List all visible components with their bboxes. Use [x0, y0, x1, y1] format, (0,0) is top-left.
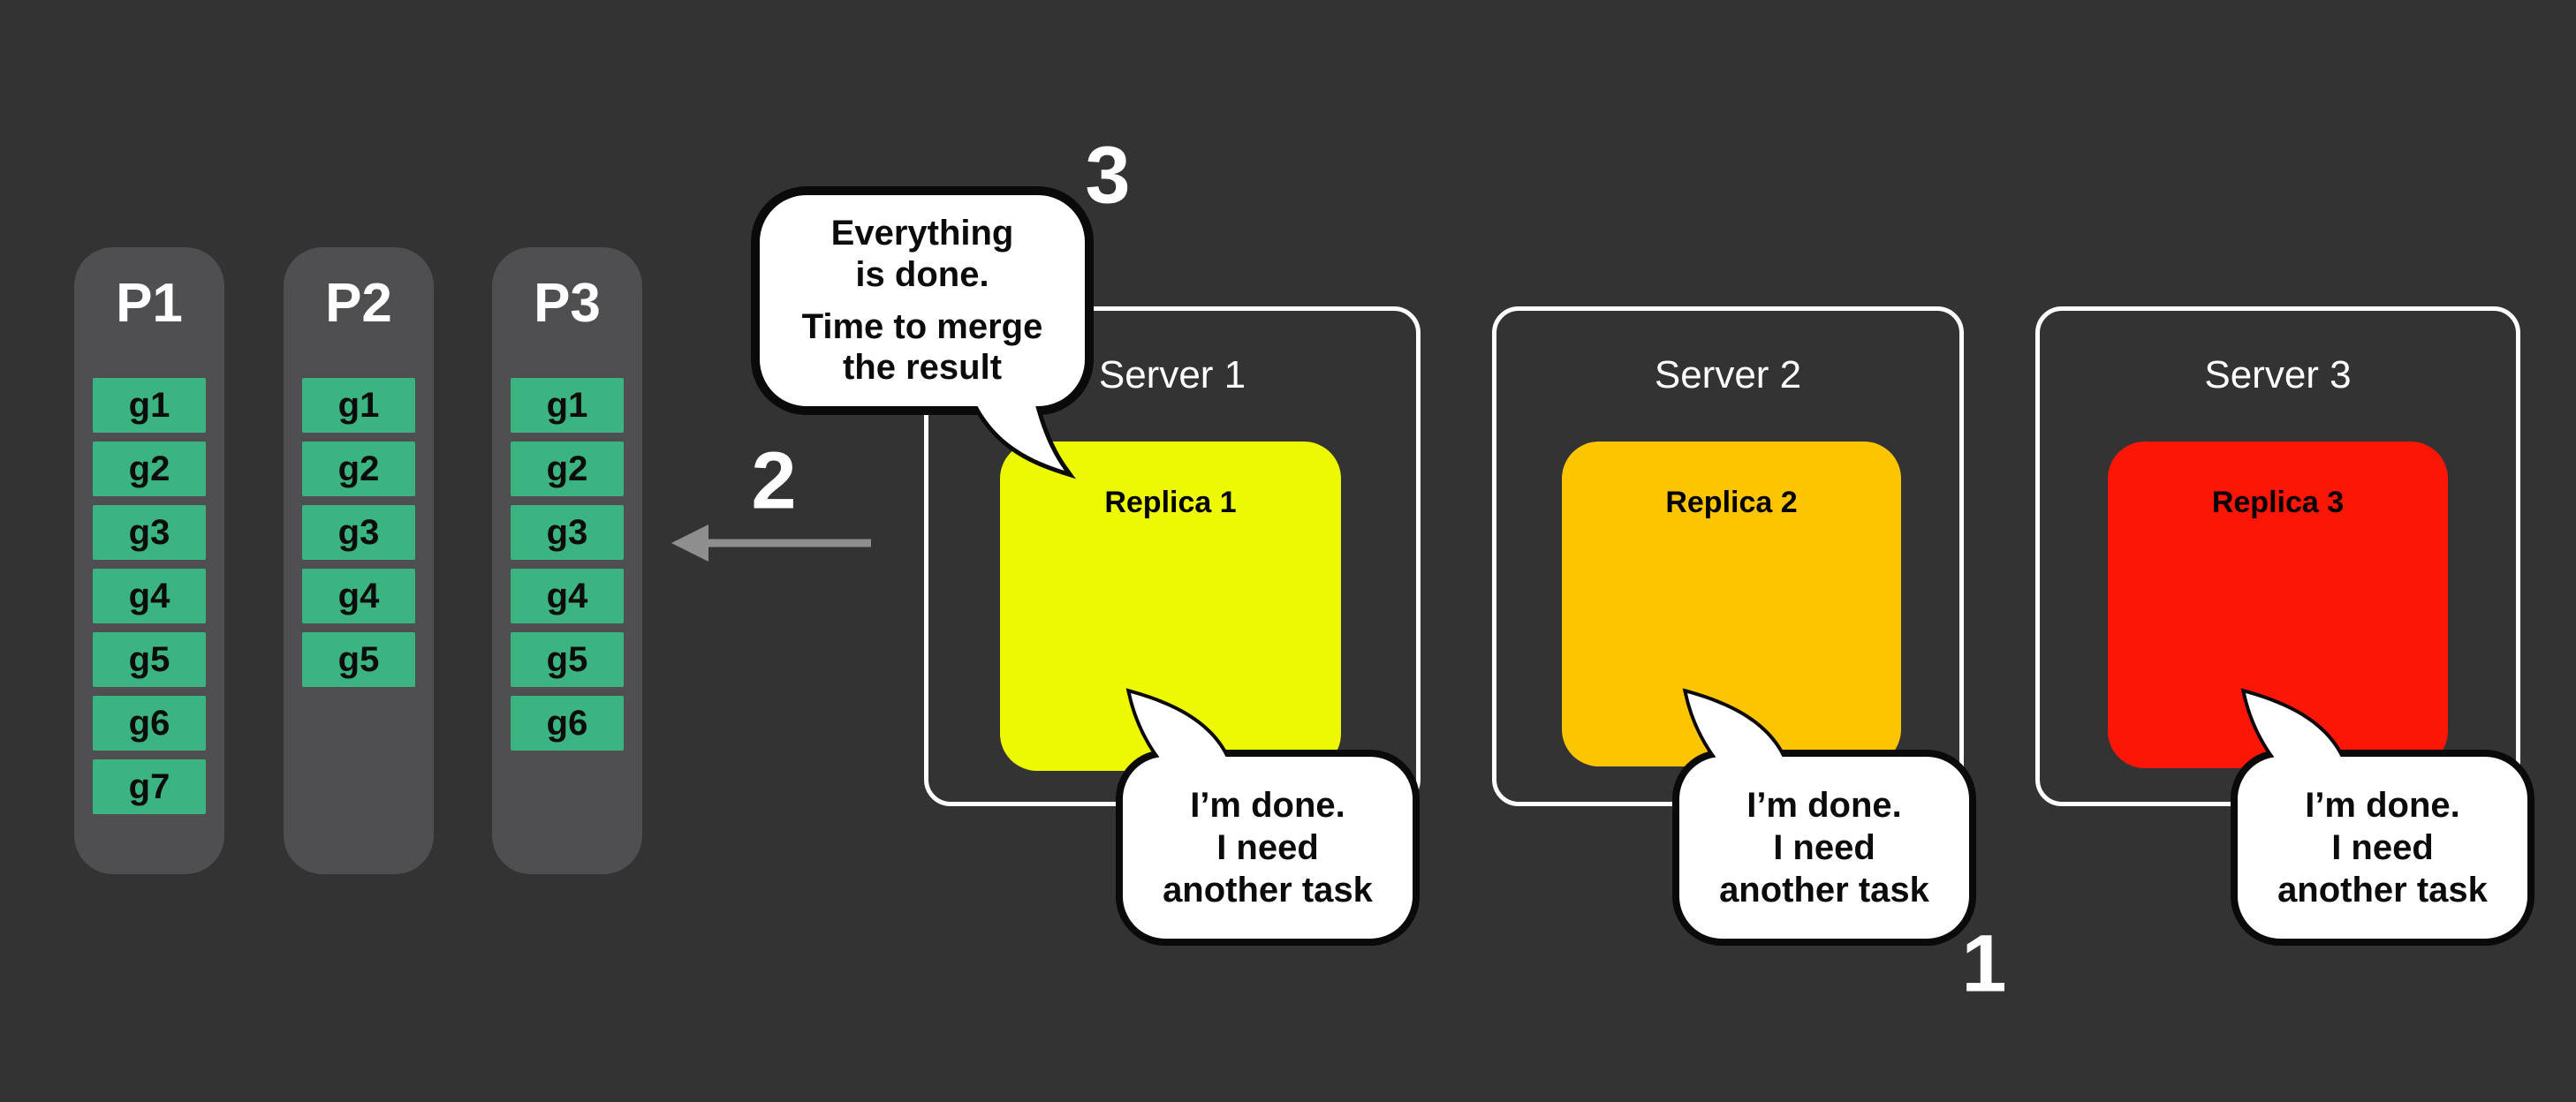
task-block: g3 — [511, 505, 624, 560]
partition-block-list: g1 g2 g3 g4 g5 g6 g7 — [93, 378, 206, 823]
server-title: Server 2 — [1654, 353, 1802, 396]
task-block: g6 — [93, 696, 206, 751]
step-number-1: 1 — [1961, 918, 2007, 1009]
partition-block-list: g1 g2 g3 g4 g5 — [302, 378, 415, 696]
bubble-line: is done. — [855, 254, 989, 294]
partition-column-p2: P2 g1 g2 g3 g4 g5 — [284, 247, 434, 874]
bubble-line: I need — [1773, 828, 1875, 867]
step-number-2: 2 — [751, 435, 797, 526]
speech-bubble-shape — [1672, 688, 1976, 946]
partition-title: P3 — [534, 273, 601, 334]
partition-column-p1: P1 g1 g2 g3 g4 g5 g6 g7 — [74, 247, 224, 874]
task-block: g3 — [93, 505, 206, 560]
task-block: g7 — [93, 759, 206, 814]
bubble-line: I’m done. — [1190, 786, 1345, 825]
left-arrow-icon — [671, 525, 871, 562]
speech-bubble-text: Everything is done. Time to merge the re… — [755, 191, 1089, 411]
bubble-line: I’m done. — [1746, 786, 1902, 825]
bubble-line: I’m done. — [2305, 786, 2460, 825]
speech-bubble-text: I’m done. I need another task — [1676, 753, 1973, 942]
task-block: g5 — [302, 632, 415, 687]
task-block: g2 — [511, 442, 624, 496]
task-block: g4 — [93, 569, 206, 623]
task-block: g5 — [93, 632, 206, 687]
task-block: g2 — [93, 442, 206, 496]
replica-title: Replica 2 — [1665, 486, 1798, 519]
task-block: g5 — [511, 632, 624, 687]
partition-title: P2 — [325, 273, 392, 334]
replica-title: Replica 3 — [2211, 486, 2345, 519]
bubble-line: the result — [842, 348, 1003, 388]
server-title: Server 3 — [2204, 353, 2352, 396]
bubble-line: Everything — [830, 213, 1014, 253]
partition-title: P1 — [116, 273, 183, 334]
task-block: g3 — [302, 505, 415, 560]
speech-bubble-shape — [751, 186, 1094, 479]
task-block: g1 — [511, 378, 624, 433]
step-number-3: 3 — [1085, 130, 1131, 221]
speech-bubble-text: I’m done. I need another task — [1119, 753, 1416, 942]
replica-title: Replica 1 — [1104, 486, 1237, 519]
bubble-line: I need — [2331, 828, 2434, 867]
partition-block-list: g1 g2 g3 g4 g5 g6 — [511, 378, 624, 759]
task-block: g4 — [302, 569, 415, 623]
speech-bubble-shape — [1116, 688, 1420, 946]
task-block: g2 — [302, 442, 415, 496]
speech-bubble-server-1: I’m done. I need another task — [1114, 684, 1423, 949]
task-block: g4 — [511, 569, 624, 623]
bubble-line: another task — [1719, 871, 1929, 910]
bubble-line: I need — [1216, 828, 1319, 867]
server-title: Server 1 — [1098, 353, 1246, 396]
speech-bubble-text: I’m done. I need another task — [2234, 753, 2531, 942]
speech-bubble-merge: Everything is done. Time to merge the re… — [746, 181, 1100, 486]
bubble-line: another task — [2277, 871, 2488, 910]
speech-bubble-shape — [2231, 688, 2534, 946]
task-block: g1 — [93, 378, 206, 433]
bubble-line: another task — [1163, 871, 1373, 910]
bubble-line: Time to merge — [801, 306, 1043, 346]
speech-bubble-server-3: I’m done. I need another task — [2229, 684, 2538, 949]
task-block: g1 — [302, 378, 415, 433]
speech-bubble-server-2: I’m done. I need another task — [1671, 684, 1980, 949]
partition-column-p3: P3 g1 g2 g3 g4 g5 g6 — [492, 247, 642, 874]
task-block: g6 — [511, 696, 624, 751]
